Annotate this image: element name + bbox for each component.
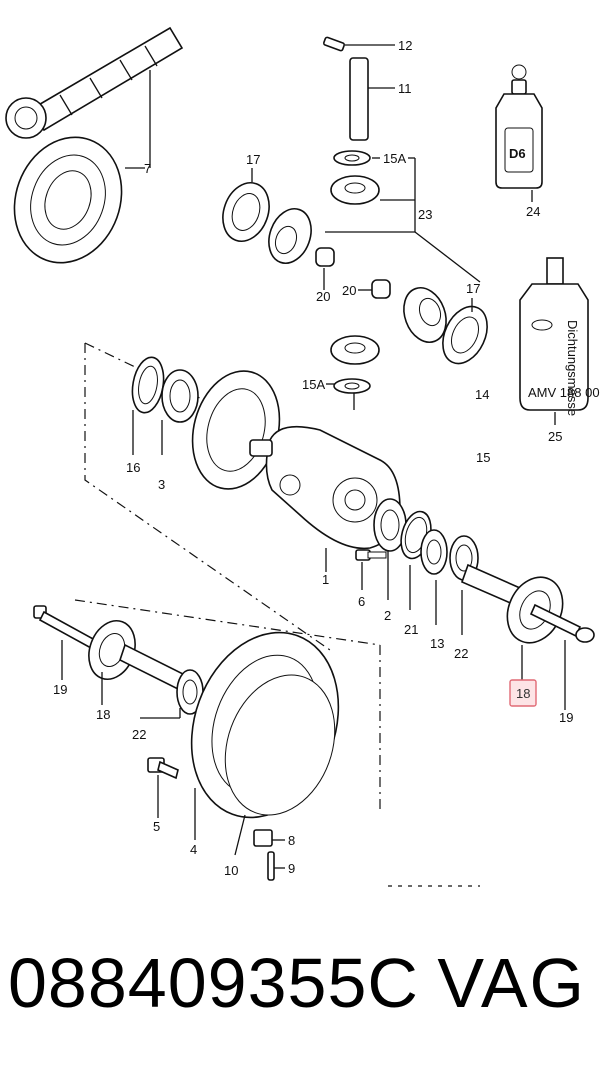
callout-8: 8: [288, 833, 295, 848]
callout-19-left: 19: [53, 682, 67, 697]
nut-8: [253, 829, 273, 847]
thrust-washer-15a-mid: [333, 378, 371, 394]
planet-gear-left: [268, 208, 312, 264]
output-flange-left: [88, 620, 186, 692]
callout-1: 1: [322, 572, 329, 587]
gear-13: [420, 529, 448, 575]
callout-15a-mid: 15A: [302, 377, 325, 392]
callout-13: 13: [430, 636, 444, 651]
callout-19-right: 19: [559, 710, 573, 725]
bolt-6: [355, 549, 387, 561]
callout-2: 2: [384, 608, 391, 623]
tube-text: Dichtungsmasse: [565, 320, 580, 416]
callout-labels: 12 11 7 15A 17 23 24 20 20 17 15A 14 25 …: [53, 38, 573, 878]
sealant-tube: [519, 257, 589, 411]
thrust-washer-17-right: [442, 305, 488, 365]
callout-21: 21: [404, 622, 418, 637]
tube-code: AMV 188 000 02: [528, 385, 600, 400]
exploded-parts-diagram: D6 Dichtungsmasse AMV 188 000 02: [5, 26, 600, 887]
callout-9: 9: [288, 861, 295, 876]
callout-15a-top: 15A: [383, 151, 406, 166]
flange-bolt-19-right: [529, 603, 595, 643]
callout-16: 16: [126, 460, 140, 475]
callout-17-right: 17: [466, 281, 480, 296]
brand-name: VAG: [437, 944, 586, 1022]
nut-20-left: [315, 247, 335, 267]
callout-22-left: 22: [132, 727, 146, 742]
callout-7: 7: [144, 161, 151, 176]
callout-22-right: 22: [454, 646, 468, 661]
callout-20-a: 20: [316, 289, 330, 304]
callout-12: 12: [398, 38, 412, 53]
bearing-22-left: [176, 669, 204, 715]
thrust-washer-15a-top: [333, 150, 371, 166]
highlight-box[interactable]: [509, 679, 537, 707]
differential-shaft-11: [349, 57, 369, 141]
callout-17-left: 17: [246, 152, 260, 167]
planet-gear-right: [403, 287, 447, 343]
bolt-5: [147, 757, 179, 780]
footer: 088409355C VAG: [0, 935, 600, 1045]
flange-bolt-19-left: [33, 605, 97, 650]
bottle-label: D6: [509, 146, 526, 161]
sealant-bottle-d6: [495, 64, 543, 189]
callout-18-left: 18: [96, 707, 110, 722]
callout-4: 4: [190, 842, 197, 857]
callout-23: 23: [418, 207, 432, 222]
callout-10: 10: [224, 863, 238, 878]
callout-18-highlight: 18: [516, 686, 530, 701]
callout-5: 5: [153, 819, 160, 834]
seal-16: [131, 356, 165, 414]
nut-20-right: [371, 279, 391, 299]
bearing-3: [161, 369, 199, 423]
part-number: 088409355C: [8, 944, 419, 1022]
o-ring-10: [224, 674, 336, 816]
pin-12: [322, 36, 346, 52]
bevel-gear-mid: [330, 335, 380, 365]
bearing-2: [373, 498, 407, 552]
callout-24: 24: [526, 204, 540, 219]
callout-20-b: 20: [342, 283, 356, 298]
side-gear-top: [330, 175, 380, 205]
differential-housing-1: [249, 425, 401, 550]
output-flange-right: [460, 563, 564, 644]
lower-assembly-frame: [74, 599, 381, 810]
callout-11: 11: [398, 81, 412, 96]
ring-gear: [13, 136, 123, 264]
pinion-shaft: [5, 26, 184, 139]
stud-9: [267, 851, 275, 881]
thrust-washer-17-left: [222, 182, 270, 242]
callout-3: 3: [158, 477, 165, 492]
callout-15: 15: [476, 450, 490, 465]
callout-25: 25: [548, 429, 562, 444]
callout-14: 14: [475, 387, 489, 402]
highlighted-callout-18[interactable]: 18: [509, 679, 537, 707]
callout-6: 6: [358, 594, 365, 609]
